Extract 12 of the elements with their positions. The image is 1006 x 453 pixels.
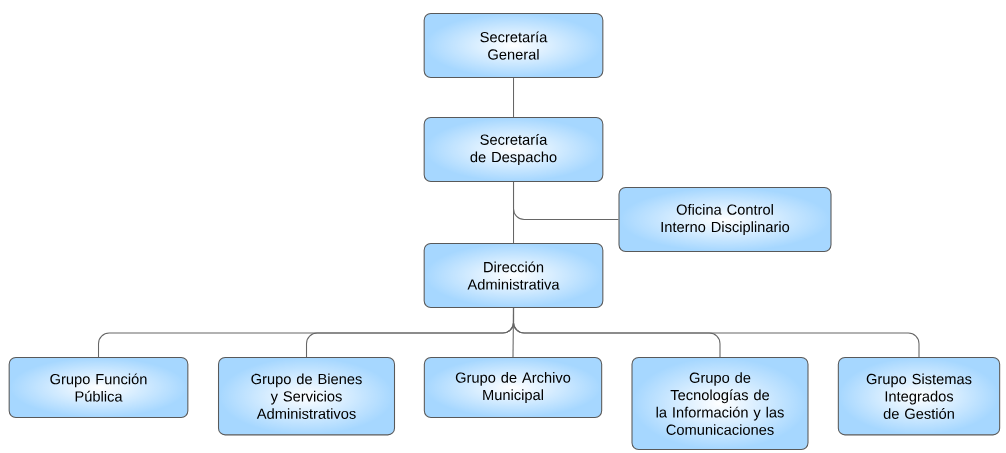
org-box: Grupo Sistemas Integrados de Gestión: [837, 357, 1001, 436]
org-box: Grupo Función Pública: [8, 357, 189, 419]
org-box: Dirección Administrativa: [423, 243, 604, 309]
connector-line: [512, 181, 515, 244]
org-box: Oficina Control Interno Disciplinario: [618, 187, 832, 253]
org-box: Grupo de Tecnologías de la Información y las Comunicaciones: [631, 357, 809, 451]
connector-line: [512, 307, 920, 358]
connector-line: [512, 77, 515, 118]
org-box: Grupo de Bienes y Servicios Administrativos: [217, 357, 396, 436]
org-box: Secretaría General: [423, 13, 604, 79]
org-box: Grupo de Archivo Municipal: [423, 357, 603, 419]
org-box: Secretaría de Despacho: [423, 117, 604, 183]
